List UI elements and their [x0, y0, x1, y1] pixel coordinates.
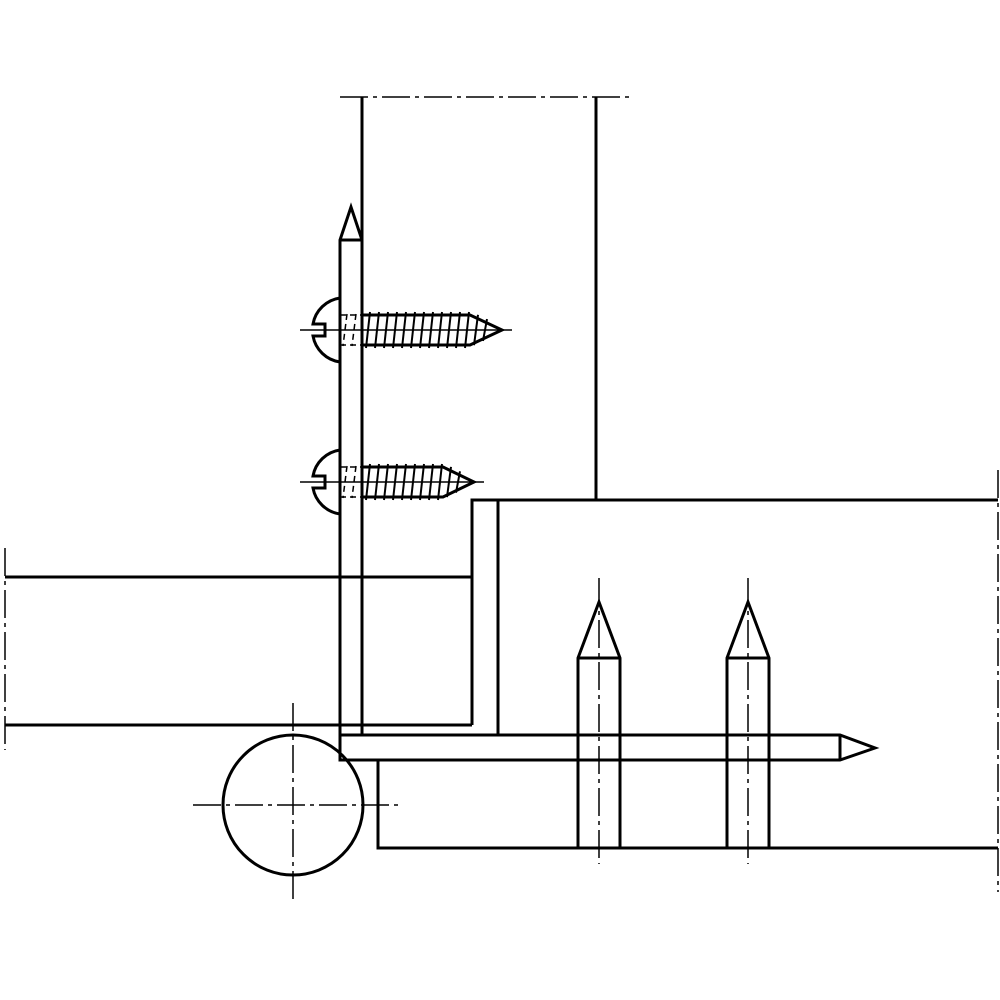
nail-2-outline — [725, 597, 771, 850]
screw-thread — [455, 471, 461, 493]
screw-thread — [392, 311, 398, 349]
screw-thread — [446, 466, 452, 498]
screw-thread — [365, 463, 371, 501]
screw-thread — [446, 311, 452, 349]
nail-1-outline — [576, 597, 622, 850]
screw-thread — [464, 311, 470, 349]
nail-1 — [576, 597, 622, 850]
screw-thread — [410, 311, 416, 349]
screw-thread — [482, 318, 488, 342]
screw-hidden-thread — [342, 465, 348, 499]
screw-hidden-thread — [351, 465, 357, 499]
screw-shank — [362, 313, 506, 347]
horizontal-hinge-leaf — [338, 733, 880, 762]
screw-thread — [392, 463, 398, 501]
hinge-pin — [221, 733, 365, 877]
screws — [300, 296, 512, 516]
screw-hidden-thread — [351, 313, 357, 347]
screw-thread — [428, 311, 434, 349]
screw-thread — [401, 311, 407, 349]
screw-shank — [362, 465, 478, 499]
screw-thread — [383, 463, 389, 501]
screw-thread — [365, 311, 371, 349]
screw-thread — [437, 463, 443, 501]
screw-thread — [374, 463, 380, 501]
screw-thread — [428, 463, 434, 501]
screw-thread — [419, 463, 425, 501]
screw-thread — [401, 463, 407, 501]
nail-2 — [725, 597, 771, 850]
screw-thread — [437, 311, 443, 349]
lower-block-outline — [376, 760, 998, 850]
screw-thread — [419, 311, 425, 349]
screw-thread — [383, 311, 389, 349]
screw-thread — [410, 463, 416, 501]
sash-top-outline — [470, 498, 998, 725]
screw-thread — [455, 311, 461, 349]
screw-1 — [300, 296, 512, 364]
screw-2 — [300, 448, 484, 516]
screw-hidden-thread — [342, 313, 348, 347]
screw-thread — [374, 311, 380, 349]
vertical-hinge-leaf — [338, 202, 364, 737]
screw-thread — [473, 314, 479, 346]
